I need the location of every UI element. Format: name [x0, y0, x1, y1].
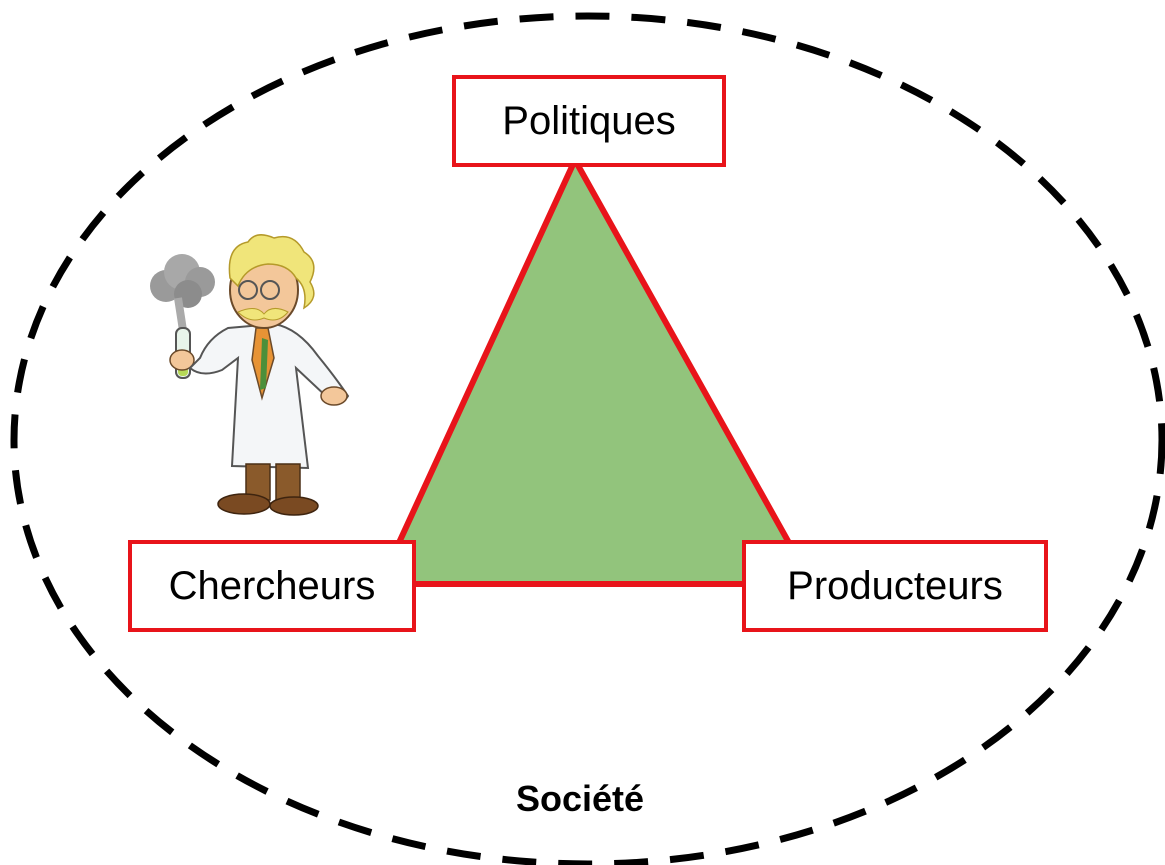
- node-chercheurs: Chercheurs: [128, 540, 416, 632]
- smoke-cloud-icon: [150, 254, 215, 339]
- society-ellipse: [10, 12, 1165, 865]
- node-politiques: Politiques: [452, 75, 726, 167]
- triangle-relation: [375, 153, 818, 587]
- scientist-illustration: [150, 234, 350, 516]
- node-producteurs: Producteurs: [742, 540, 1048, 632]
- node-producteurs-label: Producteurs: [787, 564, 1003, 608]
- node-chercheurs-label: Chercheurs: [168, 564, 376, 608]
- society-label: Société: [515, 778, 645, 819]
- node-politiques-label: Politiques: [502, 99, 676, 143]
